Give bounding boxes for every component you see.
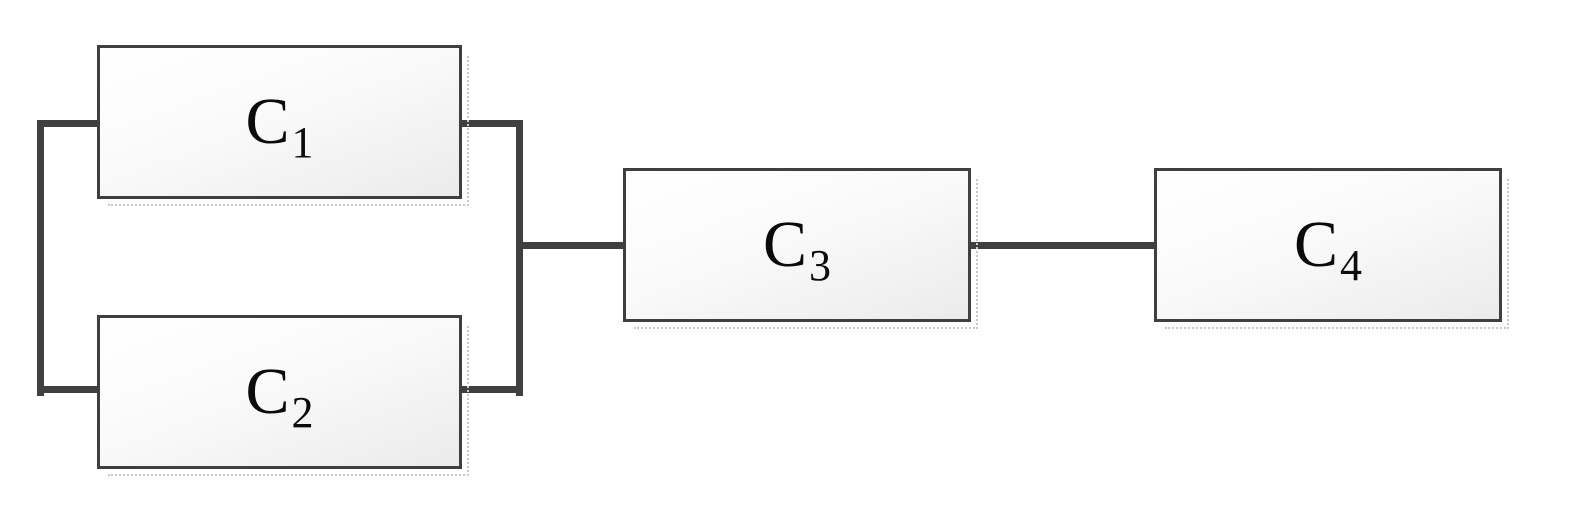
component-box-c4: C4 — [1154, 168, 1509, 329]
wire-stub-c1-right — [459, 120, 523, 127]
wire-right-parallel-vertical — [516, 120, 523, 396]
subscript: 1 — [291, 118, 314, 167]
wire-left-parallel-vertical — [37, 120, 44, 396]
component-label-c1: C1 — [245, 85, 314, 167]
component-box-c2: C2 — [97, 315, 469, 476]
component-box-c1: C1 — [97, 45, 469, 206]
component-label-c4: C4 — [1293, 208, 1363, 290]
subscript: 2 — [291, 388, 314, 437]
wire-c3-to-c4 — [968, 242, 1157, 249]
wire-stub-c2-left — [37, 386, 100, 393]
subscript: 3 — [809, 241, 832, 290]
component-label-c2: C2 — [245, 355, 314, 437]
component-box-c3: C3 — [623, 168, 978, 329]
wire-stub-c2-right — [459, 386, 523, 393]
subscript: 4 — [1340, 241, 1363, 290]
wire-parallel-to-c3 — [516, 242, 626, 249]
component-label-c3: C3 — [762, 208, 832, 290]
wire-stub-c1-left — [37, 120, 100, 127]
